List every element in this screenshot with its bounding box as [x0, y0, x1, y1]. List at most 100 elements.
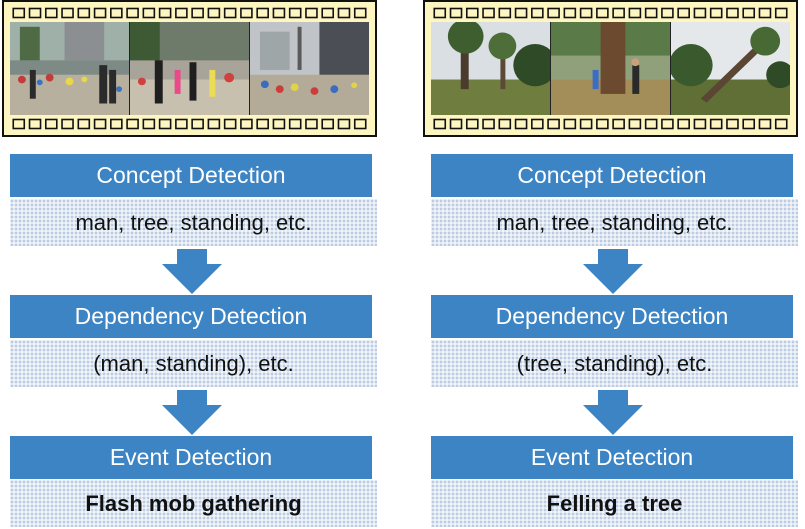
film-perforation-hole: [774, 7, 788, 19]
film-perforation-hole: [175, 7, 188, 19]
film-perforation-hole: [498, 118, 512, 130]
film-perforation-hole: [449, 118, 463, 130]
film-perforation-hole: [77, 7, 91, 19]
film-perforation-hole: [256, 7, 269, 19]
film-perforation-hole: [644, 7, 658, 19]
film-perforation-hole: [693, 7, 707, 19]
film-perforation-hole: [44, 118, 58, 130]
down-arrow-icon: [162, 390, 222, 435]
film-perforation-hole: [158, 7, 172, 19]
film-perforation-hole: [693, 118, 707, 130]
film-perforation-hole: [28, 118, 42, 130]
film-perforation-hole: [482, 118, 495, 130]
film-perforation-hole: [61, 7, 74, 19]
film-perforation-hole: [93, 7, 107, 19]
film-perforation-hole: [742, 7, 756, 19]
film-perforation-hole: [240, 118, 253, 130]
film-perforation-hole: [272, 118, 286, 130]
film-perforation-hole: [482, 7, 495, 19]
video-frame-crowd-1: [10, 22, 129, 115]
film-perforation-hole: [661, 7, 674, 19]
film-perforation-hole: [514, 118, 528, 130]
film-perforation-hole: [596, 7, 609, 19]
pipeline-right: Concept Detection man, tree, standing, e…: [423, 0, 798, 529]
film-perforation-hole: [612, 7, 625, 19]
film-perforation-hole: [726, 118, 739, 130]
concept-detection-result: man, tree, standing, etc.: [431, 199, 798, 246]
film-perforation-hole: [563, 7, 577, 19]
event-detection-result: Felling a tree: [431, 480, 798, 527]
event-detection-header: Event Detection: [431, 436, 793, 479]
film-perforation-hole: [321, 118, 335, 130]
film-perforation-hole: [12, 118, 26, 130]
film-perforation-hole: [465, 118, 479, 130]
film-perforation-hole: [207, 118, 221, 130]
film-perforation-hole: [12, 7, 26, 19]
film-perforations-top: [429, 6, 792, 20]
film-perforation-hole: [110, 118, 123, 130]
film-perforation-hole: [305, 7, 318, 19]
dependency-detection-header: Dependency Detection: [10, 295, 372, 338]
dependency-detection-result: (man, standing), etc.: [10, 340, 377, 387]
video-frame-forest-1: [431, 22, 550, 115]
video-frame-forest-3: [670, 22, 790, 115]
film-perforation-hole: [547, 7, 560, 19]
down-arrow-icon: [583, 249, 643, 294]
film-perforation-hole: [514, 7, 528, 19]
film-perforation-hole: [191, 7, 204, 19]
film-perforation-hole: [77, 118, 91, 130]
video-frame-crowd-2: [129, 22, 249, 115]
film-perforation-hole: [305, 118, 318, 130]
film-perforations-bottom: [8, 117, 371, 131]
film-perforation-hole: [563, 118, 577, 130]
film-perforation-hole: [223, 118, 237, 130]
film-perforation-hole: [256, 118, 269, 130]
film-perforation-hole: [644, 118, 658, 130]
film-perforation-hole: [677, 118, 690, 130]
film-perforation-hole: [498, 7, 512, 19]
film-perforation-hole: [321, 7, 335, 19]
down-arrow-icon: [583, 390, 643, 435]
film-perforation-hole: [288, 118, 302, 130]
film-perforation-hole: [272, 7, 286, 19]
event-detection-result: Flash mob gathering: [10, 480, 377, 527]
film-perforation-hole: [758, 7, 772, 19]
film-perforation-hole: [596, 118, 609, 130]
dependency-detection-header: Dependency Detection: [431, 295, 793, 338]
film-perforation-hole: [433, 118, 447, 130]
film-perforation-hole: [547, 118, 560, 130]
concept-detection-result: man, tree, standing, etc.: [10, 199, 377, 246]
dependency-detection-result: (tree, standing), etc.: [431, 340, 798, 387]
film-perforation-hole: [465, 7, 479, 19]
concept-detection-header: Concept Detection: [10, 154, 372, 197]
film-perforation-hole: [742, 118, 756, 130]
film-perforation-hole: [709, 118, 723, 130]
film-perforation-hole: [207, 7, 221, 19]
film-perforation-hole: [142, 118, 156, 130]
film-perforation-hole: [531, 7, 544, 19]
film-perforation-hole: [44, 7, 58, 19]
filmstrip-left: [2, 0, 377, 137]
down-arrow-icon: [162, 249, 222, 294]
film-perforation-hole: [288, 7, 302, 19]
event-detection-header: Event Detection: [10, 436, 372, 479]
pipeline-left: Concept Detection man, tree, standing, e…: [2, 0, 377, 529]
film-perforation-hole: [93, 118, 107, 130]
film-perforation-hole: [726, 7, 739, 19]
concept-detection-header: Concept Detection: [431, 154, 793, 197]
film-perforation-hole: [240, 7, 253, 19]
film-perforation-hole: [628, 7, 642, 19]
film-perforation-hole: [191, 118, 204, 130]
film-perforation-hole: [677, 7, 690, 19]
film-perforations-top: [8, 6, 371, 20]
film-perforation-hole: [142, 7, 156, 19]
film-perforation-hole: [449, 7, 463, 19]
film-perforation-hole: [61, 118, 74, 130]
film-perforation-hole: [126, 7, 139, 19]
film-perforation-hole: [531, 118, 544, 130]
film-perforation-hole: [223, 7, 237, 19]
filmstrip-right: [423, 0, 798, 137]
film-perforation-hole: [126, 118, 139, 130]
film-perforation-hole: [579, 118, 593, 130]
film-perforation-hole: [353, 118, 367, 130]
